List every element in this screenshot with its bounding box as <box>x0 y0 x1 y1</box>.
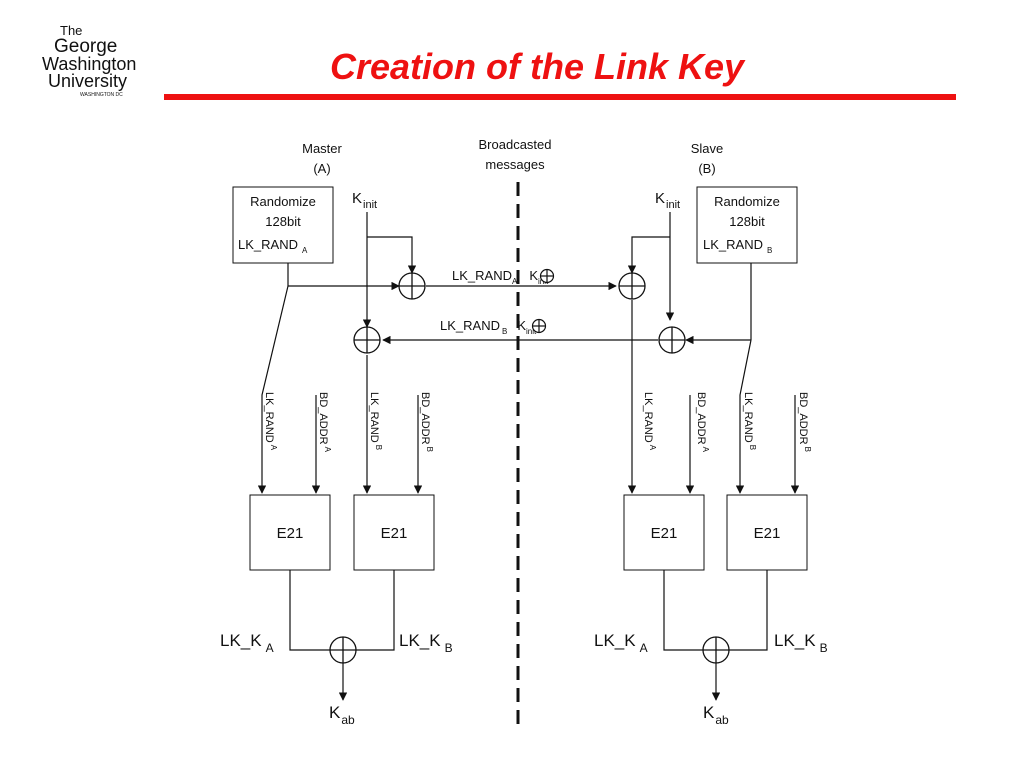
logo-line4: University <box>48 71 127 91</box>
kinit-a-to-xor-line <box>367 236 417 274</box>
input-lk-rand-b-slave: LK_RANDB <box>742 392 757 450</box>
rand-b-to-e21-line <box>735 339 752 494</box>
input-bd-addr-a-master: BD_ADDRA <box>317 392 332 453</box>
xor-node-a-decrypt <box>353 326 381 354</box>
master-sub: (A) <box>313 161 330 176</box>
slide-title: Creation of the Link Key <box>330 46 745 87</box>
e21-box-master-b <box>353 494 435 571</box>
logo-line3: Washington <box>42 54 136 74</box>
slave-label: Slave <box>691 141 724 156</box>
logo-line2: George <box>54 36 117 57</box>
randomize-box-a <box>232 186 334 264</box>
logo-line5: WASHINGTON DC <box>80 92 123 98</box>
broadcast-line1: Broadcasted <box>479 137 552 152</box>
message-a-to-b-xor-symbol <box>539 268 555 284</box>
kab-label-slave: Kab <box>703 703 729 727</box>
randomize-b-line2: 128bit <box>729 214 765 229</box>
lk-k-b-line-master <box>356 570 395 651</box>
slave-sub: (B) <box>698 161 715 176</box>
input-lk-rand-a-master: LK_RANDA <box>263 392 278 451</box>
randomize-a-line1: Randomize <box>250 194 316 209</box>
input-bd-addr-b-master: BD_ADDRB <box>419 392 434 452</box>
e21-box-master-a <box>249 494 331 571</box>
e21-label-master-a: E21 <box>277 525 304 542</box>
xor-node-master-output <box>329 636 357 664</box>
xor-node-a-encrypt <box>398 272 426 300</box>
message-b-to-a-xor-symbol <box>531 318 547 334</box>
randomize-a-line2: 128bit <box>265 214 301 229</box>
title-rule <box>164 94 956 100</box>
input-bd-addr-b-slave: BD_ADDRB <box>797 392 812 452</box>
message-a-to-b-label: LK_RANDAKinit <box>452 268 549 286</box>
lk-k-a-line-master <box>289 570 330 651</box>
randomize-b-line1: Randomize <box>714 194 780 209</box>
e21-label-slave-a: E21 <box>651 525 678 542</box>
rand-a-to-e21-line <box>257 285 289 494</box>
input-bd-addr-a-slave: BD_ADDRA <box>695 392 710 453</box>
xor-node-b-encrypt <box>658 326 686 354</box>
xor-node-slave-output <box>702 636 730 664</box>
xor-node-b-decrypt <box>618 272 646 300</box>
randomize-box-b <box>696 186 798 264</box>
e21-box-slave-b <box>726 494 808 571</box>
kab-label-master: Kab <box>329 703 355 727</box>
master-label: Master <box>302 141 342 156</box>
e21-label-slave-b: E21 <box>754 525 781 542</box>
logo-line1: The <box>60 23 82 38</box>
kinit-label-a: Kinit <box>352 190 377 211</box>
kinit-b-to-xor-line <box>627 236 670 274</box>
e21-box-slave-a <box>623 494 705 571</box>
input-lk-rand-a-slave: LK_RANDA <box>642 392 657 451</box>
broadcast-line2: messages <box>485 157 545 172</box>
lk-k-b-line-slave <box>729 570 768 651</box>
kinit-label-b: Kinit <box>655 190 680 211</box>
lk-k-a-line-slave <box>663 570 703 651</box>
university-logo: The George Washington University WASHING… <box>42 23 136 98</box>
e21-label-master-b: E21 <box>381 525 408 542</box>
input-lk-rand-b-master: LK_RANDB <box>368 392 383 450</box>
